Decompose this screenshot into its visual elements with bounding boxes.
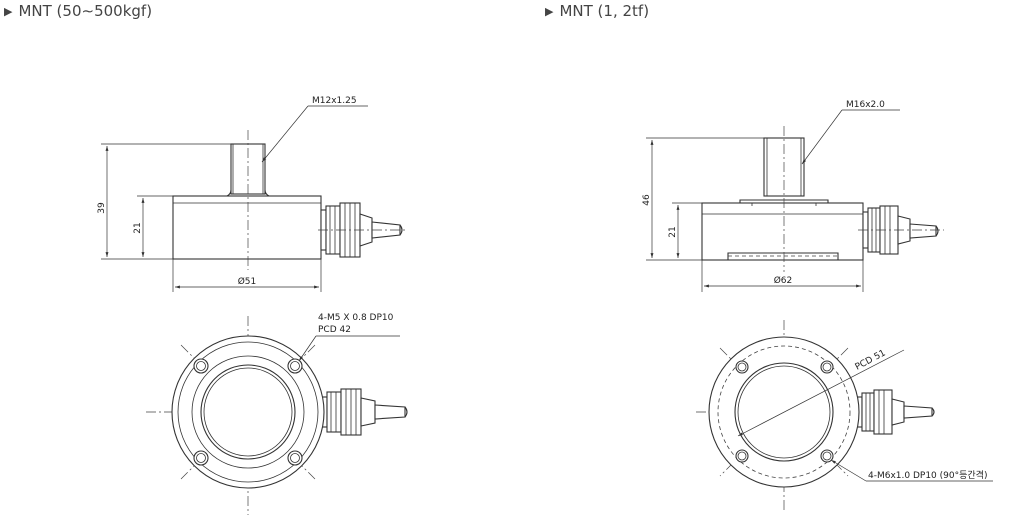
right-dim-body-height: 21 — [668, 226, 678, 237]
heading-right-text: MNT (1, 2tf) — [559, 2, 650, 20]
right-dim-total-height: 46 — [642, 194, 652, 206]
right-hole-label: 4-M6x1.0 DP10 (90°등간격) — [868, 469, 987, 481]
right-side-view: 46 21 Ø62 M16x2.0 — [642, 100, 944, 292]
heading-left: ▶ MNT (50∼500kgf) — [4, 2, 152, 20]
heading-right: ▶ MNT (1, 2tf) — [545, 2, 649, 20]
left-hole-label-line2: PCD 42 — [318, 325, 351, 335]
left-hole-label-line1: 4-M5 X 0.8 DP10 — [318, 313, 394, 323]
left-dim-total-height: 39 — [97, 202, 107, 214]
right-mounting-holes — [735, 360, 834, 463]
right-pcd-label: PCD 51 — [854, 348, 888, 372]
left-body-outline — [172, 195, 322, 260]
heading-left-text: MNT (50∼500kgf) — [18, 2, 153, 20]
left-dim-body-height: 21 — [133, 222, 143, 233]
right-body-outline — [701, 202, 864, 261]
right-top-view: PCD 51 4-M6x1.0 DP10 (90°등간격) — [696, 320, 993, 512]
right-dim-diameter: Ø62 — [774, 275, 793, 286]
right-thread-label: M16x2.0 — [846, 100, 885, 110]
left-mounting-holes — [193, 358, 303, 466]
left-dim-diameter: Ø51 — [238, 276, 257, 287]
left-thread-label: M12x1.25 — [312, 96, 357, 106]
left-side-view: 39 21 Ø51 M12x1.25 — [97, 96, 408, 292]
triangle-bullet-icon: ▶ — [4, 5, 13, 18]
triangle-bullet-icon: ▶ — [545, 5, 554, 18]
left-top-view: 4-M5 X 0.8 DP10 PCD 42 — [146, 313, 408, 515]
